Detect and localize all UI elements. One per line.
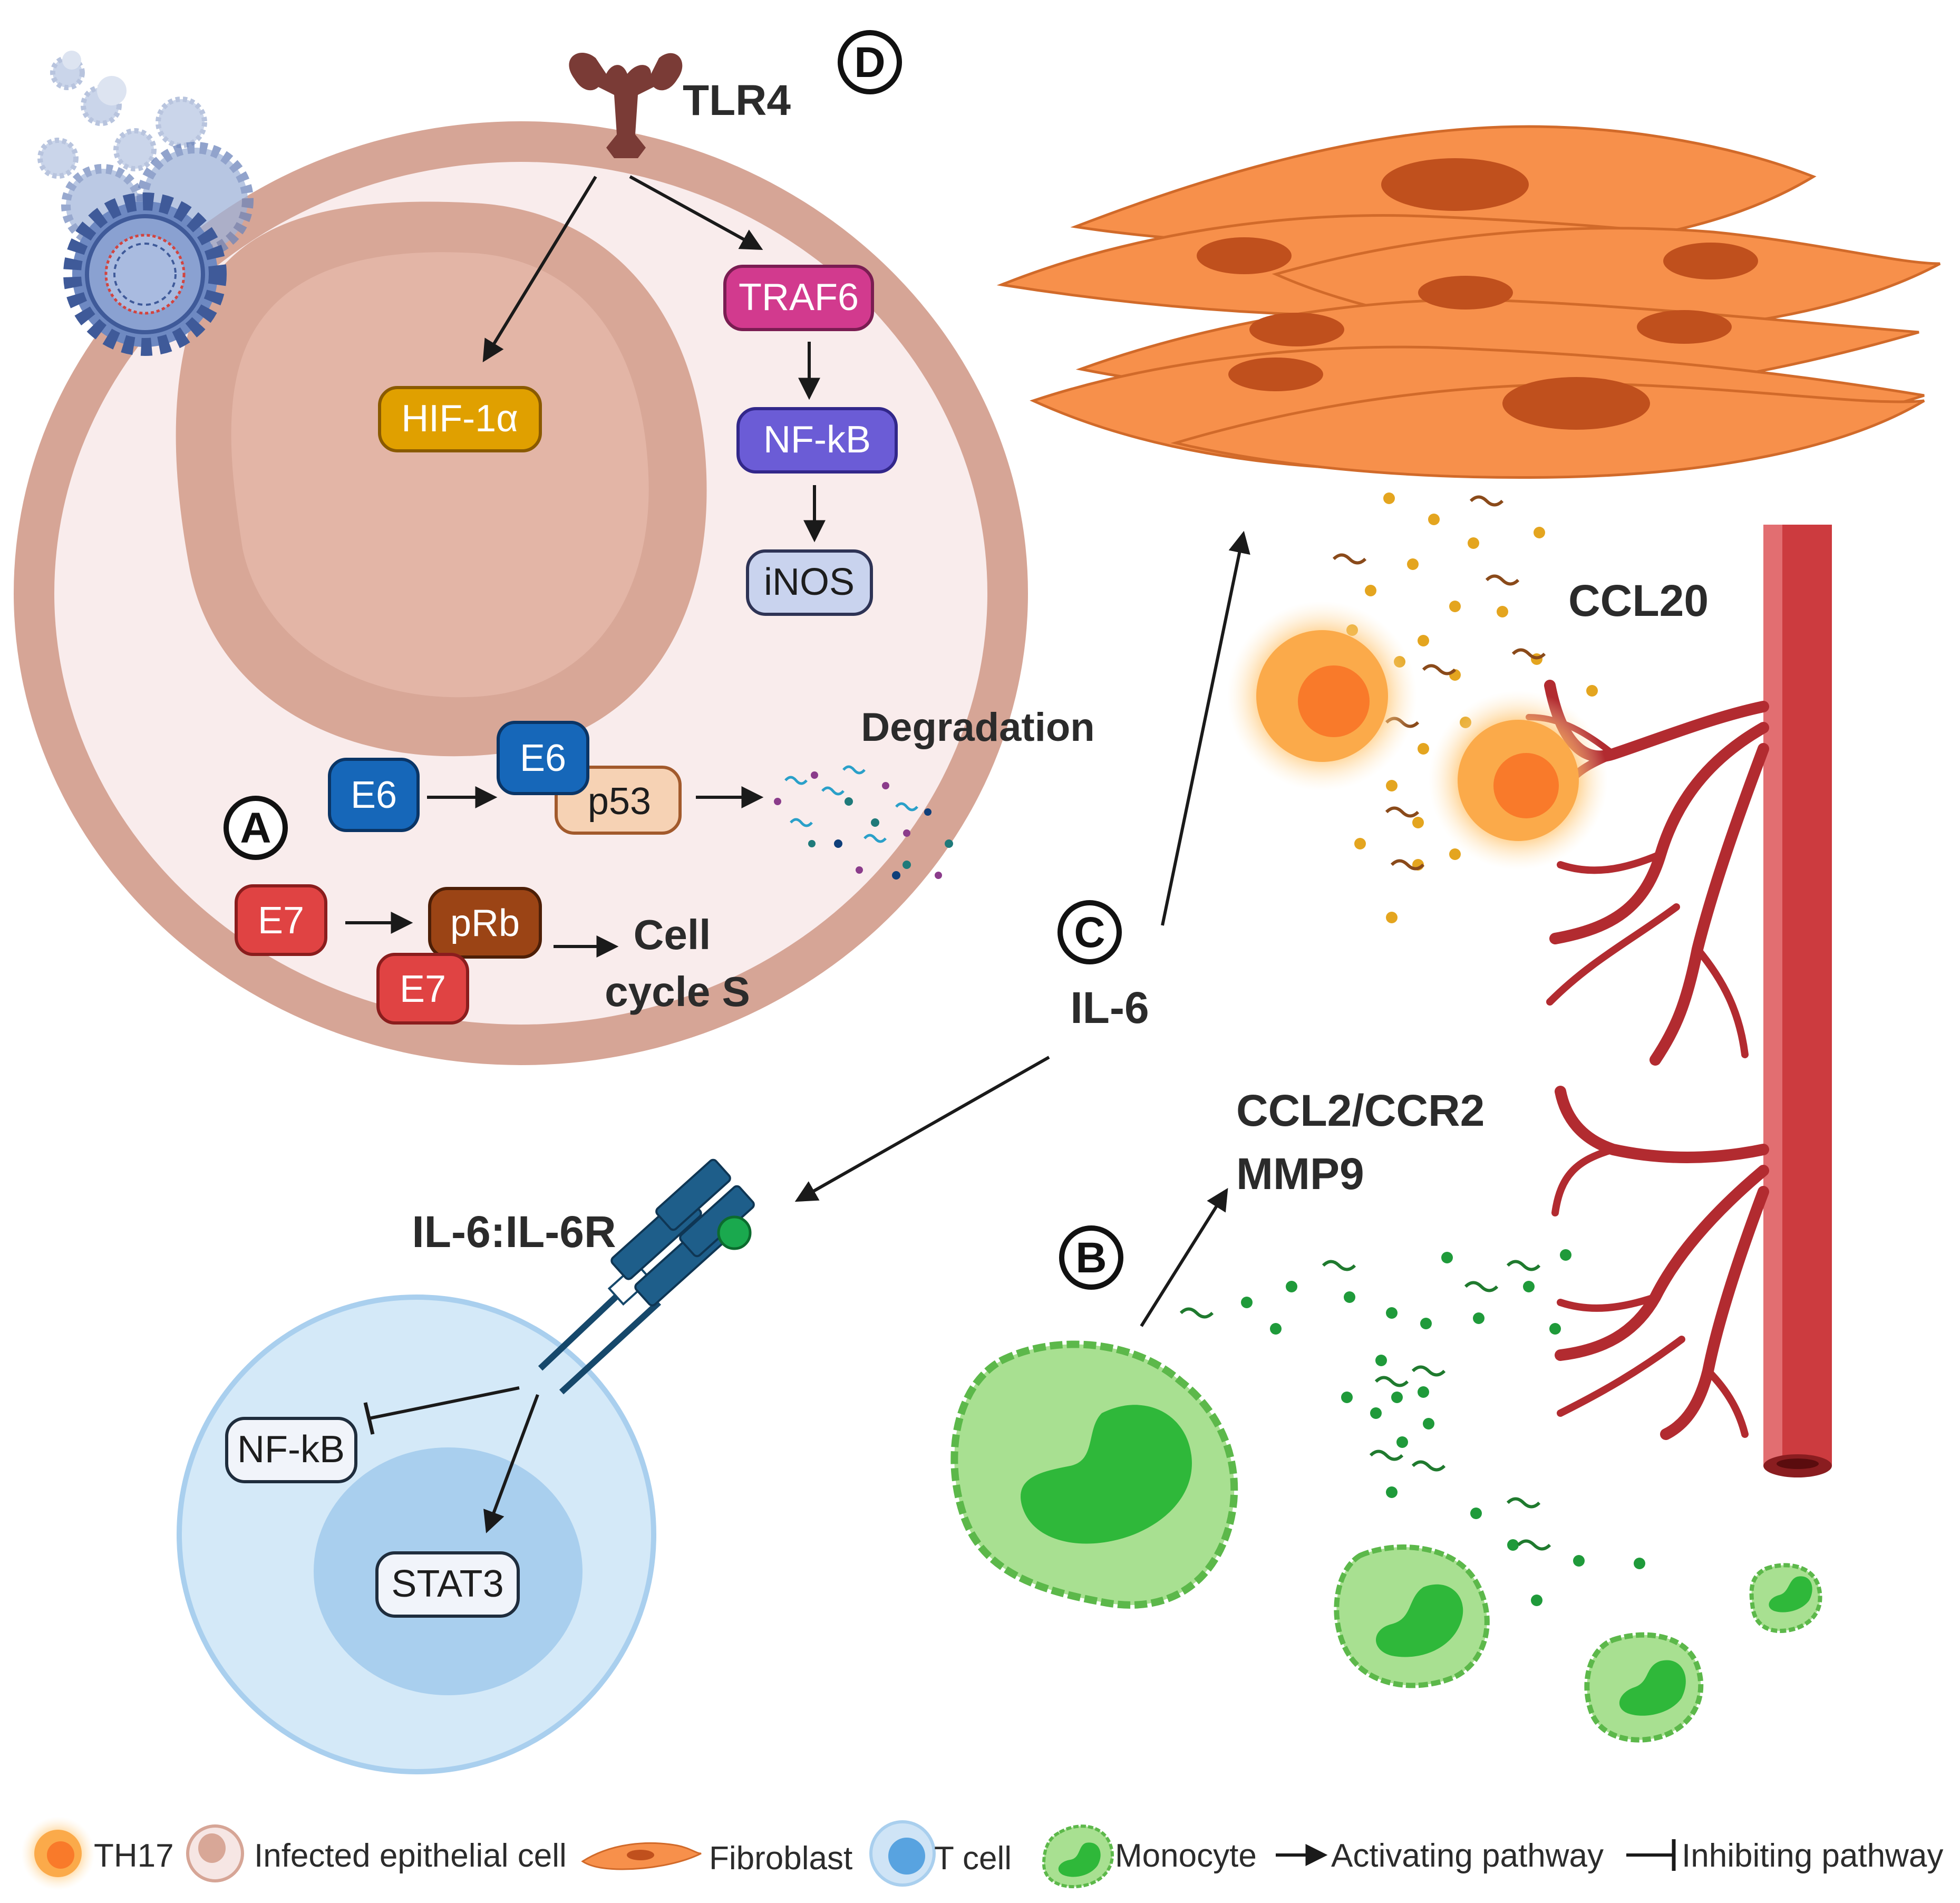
legend-item-monocyte: Monocyte — [1042, 1824, 1257, 1889]
il6-il6r-label: IL-6:IL-6R — [412, 1207, 616, 1257]
il6-receptor — [538, 1158, 755, 1395]
marker-a: A — [224, 796, 288, 860]
legend-item-fibroblast: Fibroblast — [581, 1840, 852, 1877]
tlr4-receptor — [569, 52, 683, 159]
svg-text:Fibroblast: Fibroblast — [709, 1840, 852, 1877]
legend-item-epithelial: Infected epithelial cell — [186, 1824, 567, 1882]
legend-item-activating: Activating pathway — [1276, 1838, 1604, 1874]
mmp9-label: MMP9 — [1236, 1149, 1364, 1199]
arrow-tlr4-to-traf6 — [629, 175, 763, 250]
virus-cluster — [37, 51, 254, 356]
svg-text:E7: E7 — [400, 968, 446, 1010]
svg-text:TRAF6: TRAF6 — [739, 276, 859, 318]
svg-text:NF-kB: NF-kB — [763, 419, 871, 461]
e7-node: E7 — [235, 884, 327, 956]
svg-text:E6: E6 — [351, 774, 397, 816]
e7-bound-node: E7 — [376, 953, 469, 1025]
th17-cell — [1227, 601, 1417, 791]
ccl2-chemokine-strands — [1179, 1260, 1551, 1551]
svg-text:E6: E6 — [520, 737, 566, 779]
svg-text:D: D — [854, 38, 885, 86]
inos-node: iNOS — [746, 549, 873, 616]
monocyte-small — [1749, 1563, 1822, 1634]
fibroblast-layer — [996, 125, 1941, 479]
e6-bound-node: E6 — [497, 721, 589, 795]
tlr4-label: TLR4 — [683, 76, 791, 124]
marker-b: B — [1059, 1225, 1123, 1290]
e6-node: E6 — [328, 758, 420, 832]
svg-text:HIF-1α: HIF-1α — [401, 398, 518, 440]
cell-cycle-label-line1: Cell — [634, 911, 711, 958]
virus-particle-small — [37, 51, 207, 179]
blood-vessel — [1526, 525, 1832, 1477]
svg-text:C: C — [1074, 909, 1105, 957]
t-cell — [177, 1295, 656, 1774]
stat3-node: STAT3 — [375, 1551, 520, 1618]
monocyte-small — [1334, 1544, 1490, 1688]
monocyte-small — [1584, 1632, 1704, 1743]
svg-text:TH17: TH17 — [94, 1838, 174, 1874]
arrow-il6-to-fibroblasts — [1161, 530, 1250, 926]
virus-particle-large — [63, 192, 227, 356]
nfkb-node-top: NF-kB — [736, 407, 898, 474]
legend-item-tcell: T cell — [869, 1820, 1012, 1887]
il6-ligand — [717, 1215, 752, 1250]
svg-text:Monocyte: Monocyte — [1115, 1838, 1257, 1874]
degradation-label: Degradation — [861, 705, 1094, 750]
svg-text:B: B — [1075, 1234, 1107, 1282]
traf6-node: TRAF6 — [723, 265, 874, 331]
svg-text:E7: E7 — [258, 900, 304, 942]
svg-text:Inhibiting pathway: Inhibiting pathway — [1682, 1838, 1943, 1874]
arrow-monocyte-to-ccl2 — [1140, 1187, 1228, 1327]
degradation-fragments-icon — [774, 765, 953, 880]
marker-d: D — [838, 30, 902, 94]
monocyte-large — [950, 1340, 1238, 1609]
ccl20-label: CCL20 — [1568, 576, 1709, 625]
capillary-branches-lower — [1551, 1086, 1769, 1440]
svg-text:T cell: T cell — [934, 1840, 1012, 1877]
prb-node: pRb — [428, 887, 542, 959]
svg-text:STAT3: STAT3 — [391, 1563, 503, 1605]
svg-text:p53: p53 — [588, 780, 651, 823]
th17-cell — [1429, 691, 1608, 870]
svg-text:Activating pathway: Activating pathway — [1331, 1838, 1604, 1874]
nfkb-node-tcell: NF-kB — [225, 1417, 357, 1483]
svg-text:NF-kB: NF-kB — [237, 1428, 345, 1471]
cell-nucleolus — [231, 252, 649, 698]
svg-text:iNOS: iNOS — [764, 561, 855, 603]
arrow-to-stat3 — [483, 1394, 539, 1533]
ccl2-ccr2-label: CCL2/CCR2 — [1236, 1086, 1484, 1135]
legend: TH17 Infected epithelial cell Fibroblast… — [21, 1817, 1943, 1890]
capillary-branches-upper — [1526, 680, 1769, 1066]
svg-text:A: A — [240, 804, 271, 852]
arrow-tlr4-to-hif — [482, 176, 597, 363]
svg-text:Infected epithelial cell: Infected epithelial cell — [254, 1838, 567, 1874]
hif-1a-node: HIF-1α — [378, 386, 542, 452]
inhibit-bar-nfkb — [363, 1402, 375, 1435]
legend-item-th17: TH17 — [21, 1817, 174, 1890]
marker-c: C — [1057, 900, 1122, 964]
svg-text:pRb: pRb — [450, 902, 520, 944]
ccl2-chemokine-particles — [1241, 1249, 1645, 1606]
il6-label: IL-6 — [1070, 983, 1149, 1032]
legend-item-inhibiting: Inhibiting pathway — [1626, 1838, 1943, 1874]
inhibit-line-to-nfkb — [368, 1386, 520, 1420]
arrow-il6-to-tcell — [794, 1056, 1050, 1202]
cell-cycle-label-line2: cycle S — [605, 968, 750, 1015]
